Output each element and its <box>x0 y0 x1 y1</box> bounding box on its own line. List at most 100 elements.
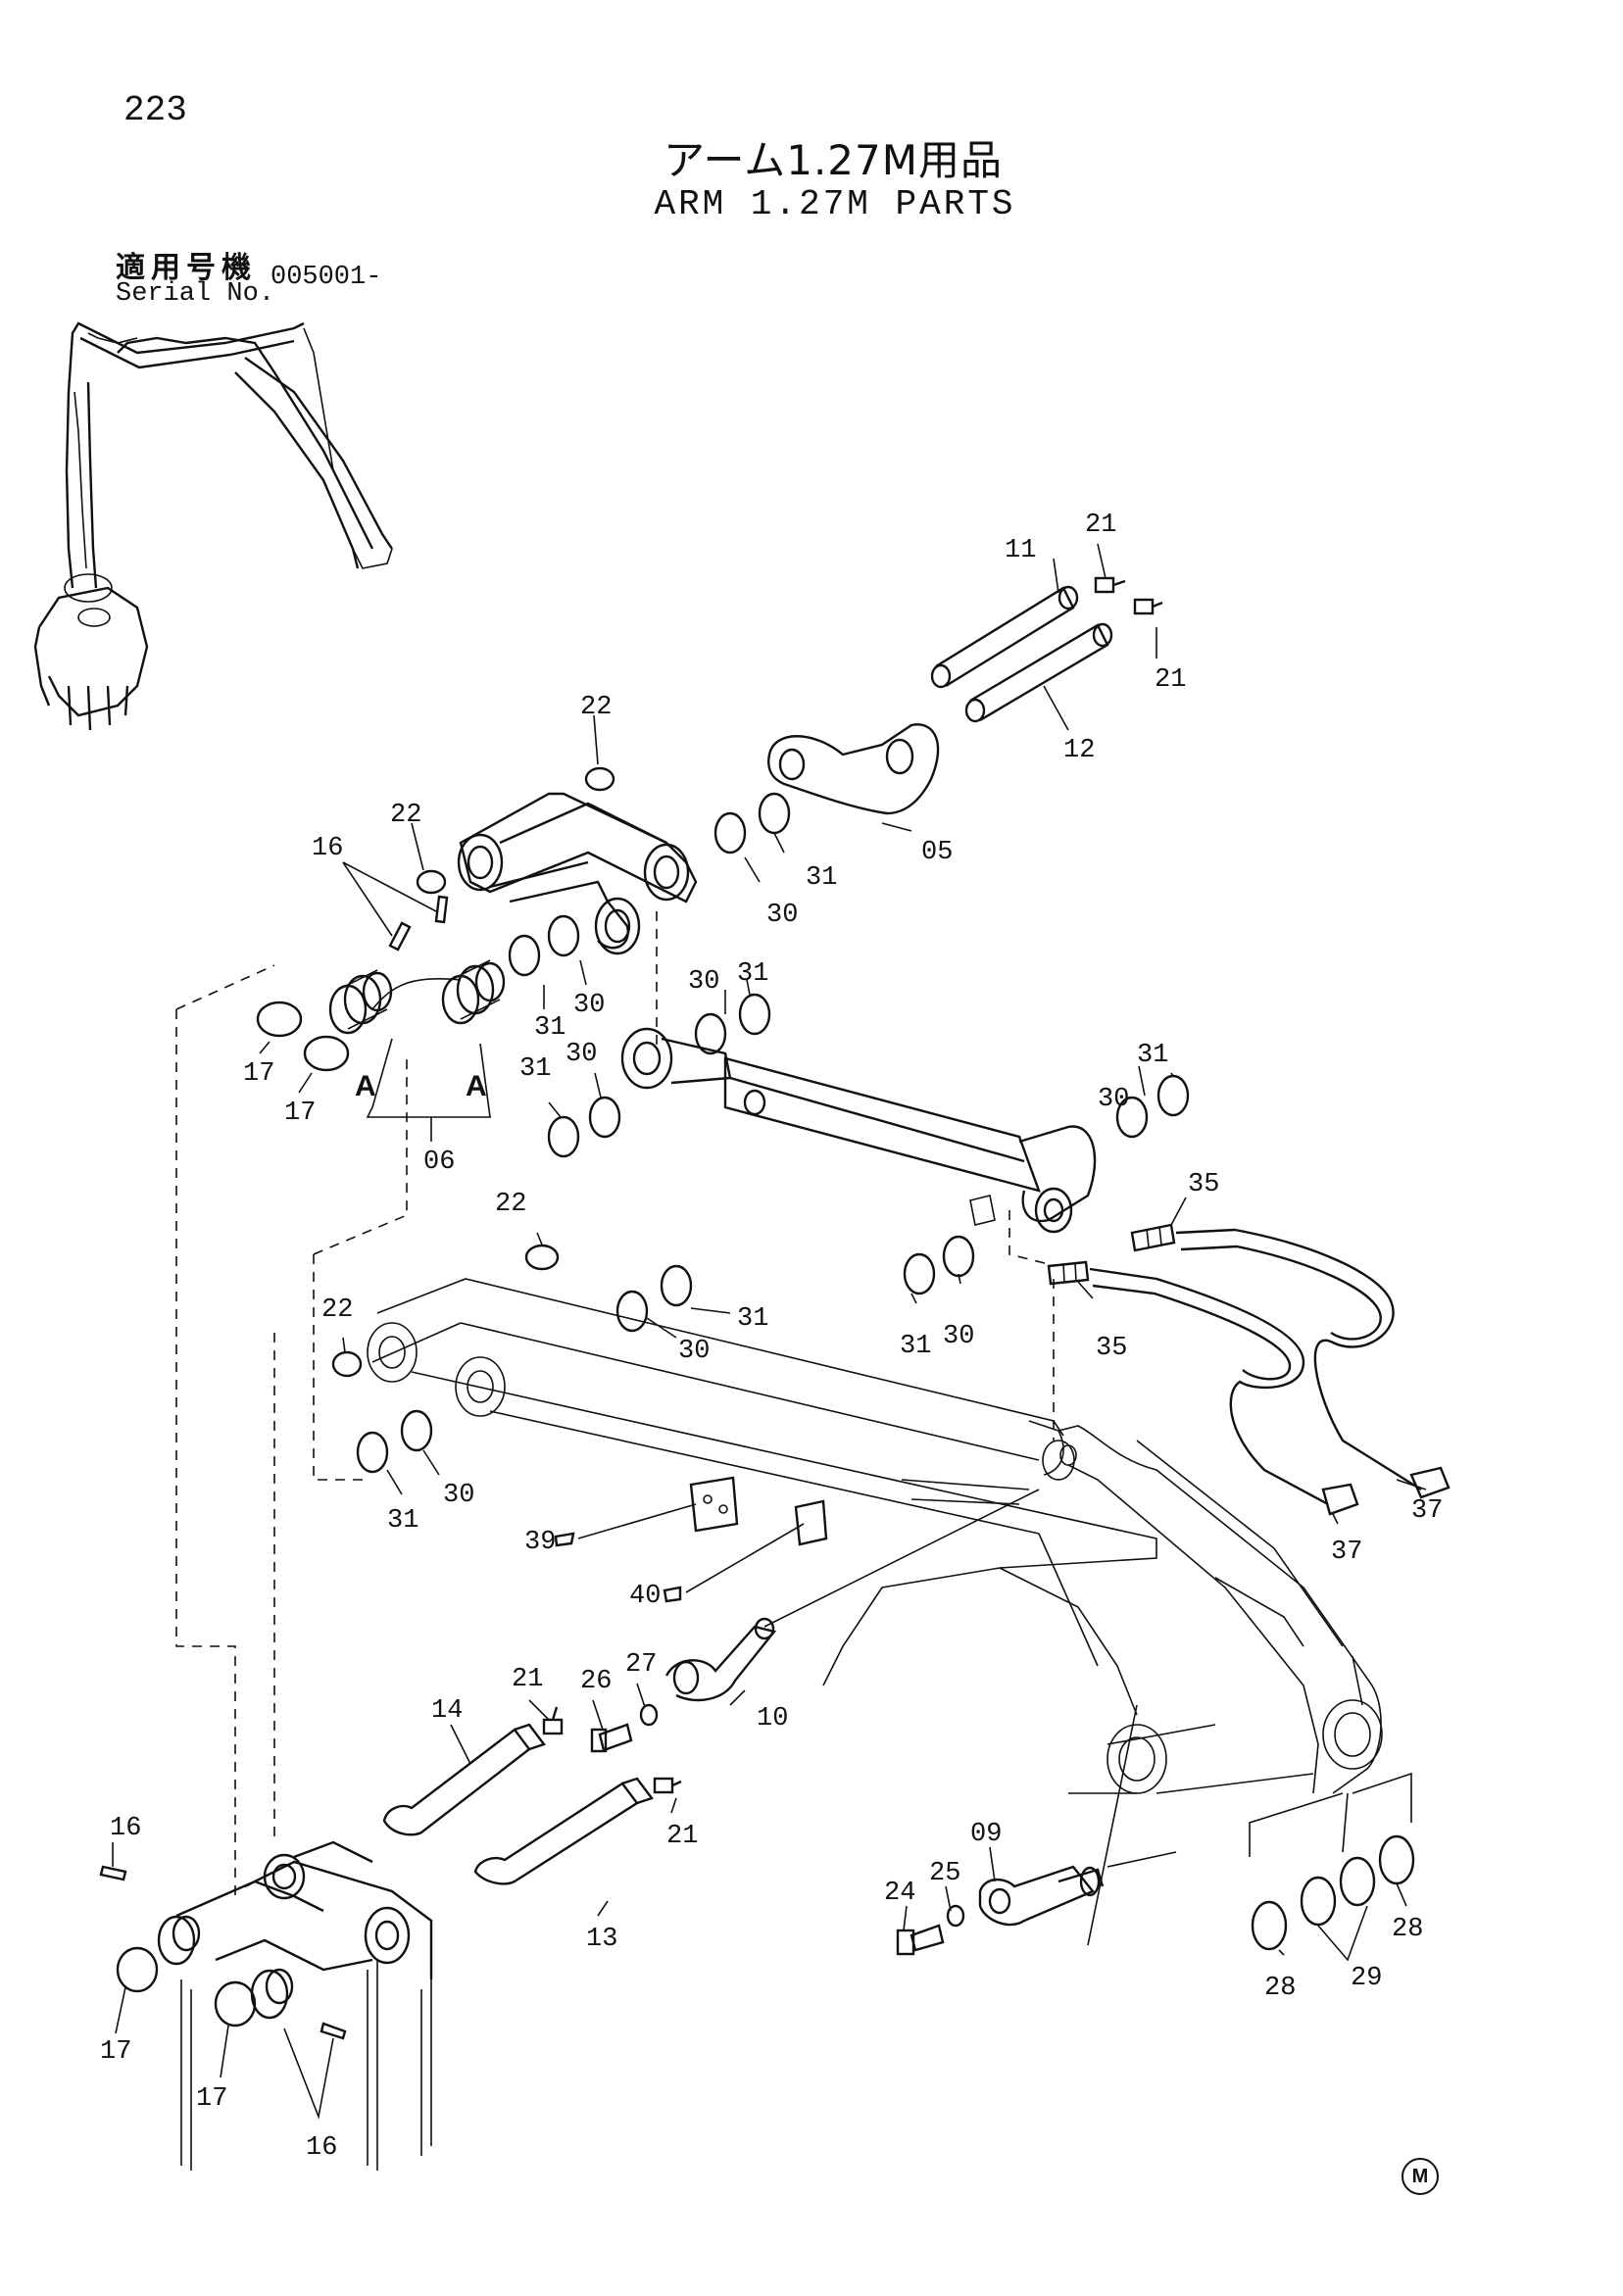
serial-label-english: Serial No. <box>116 279 275 309</box>
o-ring-22d <box>331 1350 363 1378</box>
title-japanese: アーム1.27M用品 <box>0 127 1623 187</box>
link-h-upper <box>457 792 698 955</box>
callout-10: 10 <box>757 1704 788 1734</box>
callout-A-left: A <box>355 1070 376 1102</box>
callout-A-right: A <box>466 1070 487 1102</box>
callout-22-a: 22 <box>580 693 612 722</box>
leader-lines <box>112 543 1427 2120</box>
callout-05: 05 <box>921 838 953 867</box>
shims-arm-top <box>615 1264 693 1333</box>
o-ring-22c <box>524 1244 560 1271</box>
callout-40: 40 <box>629 1582 661 1611</box>
callouts: 21 11 21 12 22 05 22 16 31 30 30 31 17 1… <box>100 511 1443 2163</box>
callout-22-c: 22 <box>495 1190 526 1219</box>
callout-21-a: 21 <box>1085 511 1116 540</box>
callout-06: 06 <box>423 1148 455 1177</box>
callout-16-c: 16 <box>306 2133 337 2163</box>
serial-number-value: 005001- <box>270 263 382 292</box>
callout-28-a: 28 <box>1392 1915 1423 1944</box>
callout-17-c: 17 <box>100 2037 131 2067</box>
washer-27 <box>639 1703 659 1727</box>
callout-17-a: 17 <box>243 1059 274 1089</box>
bushing-06-right <box>441 959 506 1025</box>
callout-31-b: 31 <box>534 1013 566 1043</box>
callout-26: 26 <box>580 1667 612 1696</box>
callout-39: 39 <box>524 1528 556 1557</box>
link-05 <box>767 723 940 815</box>
title-english: ARM 1.27M PARTS <box>0 184 1623 224</box>
manufacturer-mark: M <box>1402 2158 1439 2195</box>
shims-cylinder-head <box>903 1074 1190 1295</box>
callout-17-d: 17 <box>196 2084 227 2114</box>
shims-28-29 <box>1251 1834 1415 1951</box>
bracket-40 <box>794 1499 828 1546</box>
bushing-06-left <box>328 969 393 1035</box>
callout-31-g: 31 <box>737 1304 768 1334</box>
pin-12 <box>964 622 1113 723</box>
pin-11 <box>930 585 1079 689</box>
callout-31-c: 31 <box>737 959 768 989</box>
callout-31-a: 31 <box>806 863 837 893</box>
shims-cylinder-rod <box>547 993 771 1158</box>
spring-pin-16a <box>388 921 412 952</box>
callout-22-d: 22 <box>321 1295 353 1325</box>
callout-30-f: 30 <box>943 1322 974 1351</box>
spring-pin-16c <box>99 1865 127 1881</box>
grease-fitting-21d <box>653 1777 682 1794</box>
shims-arm-bottom <box>356 1409 433 1474</box>
shims-link-05 <box>713 792 791 855</box>
reference-lines <box>175 911 1055 1901</box>
hose-37-upper <box>1175 1228 1451 1499</box>
callout-21-d: 21 <box>666 1822 698 1851</box>
callout-24: 24 <box>884 1879 915 1908</box>
pin-14 <box>382 1723 546 1836</box>
bracket-39 <box>689 1476 739 1533</box>
callout-30-d: 30 <box>566 1040 597 1069</box>
bucket-cylinder <box>620 1027 1097 1234</box>
washer-25 <box>946 1904 965 1928</box>
grease-fitting-21a <box>1094 576 1126 594</box>
seal-ring-17b <box>303 1035 350 1072</box>
bolt-40 <box>663 1586 682 1603</box>
serial-label-japanese: 適用号機 <box>116 251 257 285</box>
callout-30-a: 30 <box>766 901 798 930</box>
callout-17-b: 17 <box>284 1099 316 1128</box>
shims-h-link <box>508 914 580 977</box>
excavator-thumbnail <box>33 321 393 731</box>
spring-pin-16d <box>320 2022 347 2040</box>
callout-13: 13 <box>586 1925 617 1954</box>
callout-29: 29 <box>1351 1964 1382 1993</box>
pin-13 <box>473 1777 654 1885</box>
bolt-26 <box>590 1723 633 1753</box>
o-ring-22a <box>584 766 615 792</box>
callout-30-b: 30 <box>573 991 605 1020</box>
callout-21-c: 21 <box>512 1665 543 1694</box>
callout-30-g: 30 <box>678 1337 710 1366</box>
callout-35-b: 35 <box>1096 1334 1127 1363</box>
spring-pin-16b <box>434 895 449 924</box>
bushing-connect-line <box>371 977 462 1010</box>
seal-ring-17c <box>116 1946 159 1993</box>
callout-35-a: 35 <box>1188 1170 1219 1199</box>
o-ring-22b <box>416 869 447 895</box>
grease-fitting-21c <box>542 1706 564 1735</box>
callout-37-b: 37 <box>1331 1538 1362 1567</box>
callout-12: 12 <box>1063 736 1095 765</box>
callout-30-e: 30 <box>1098 1085 1129 1114</box>
callout-27: 27 <box>625 1650 657 1680</box>
shims-bracket <box>1249 1772 1412 1857</box>
callout-31-h: 31 <box>387 1506 418 1536</box>
hose-37-lower <box>1089 1267 1359 1516</box>
callout-11: 11 <box>1005 536 1036 565</box>
callout-37-a: 37 <box>1411 1496 1443 1526</box>
callout-22-b: 22 <box>390 801 421 830</box>
callout-16-b: 16 <box>110 1814 141 1843</box>
bucket-linkage <box>99 1840 433 2171</box>
callout-21-b: 21 <box>1155 665 1186 695</box>
callout-31-d: 31 <box>519 1054 551 1084</box>
callout-31-f: 31 <box>900 1332 931 1361</box>
title-japanese-text: アーム1.27M用品 <box>664 136 1003 184</box>
fitting-35b <box>1047 1260 1090 1286</box>
callout-25: 25 <box>929 1859 960 1888</box>
